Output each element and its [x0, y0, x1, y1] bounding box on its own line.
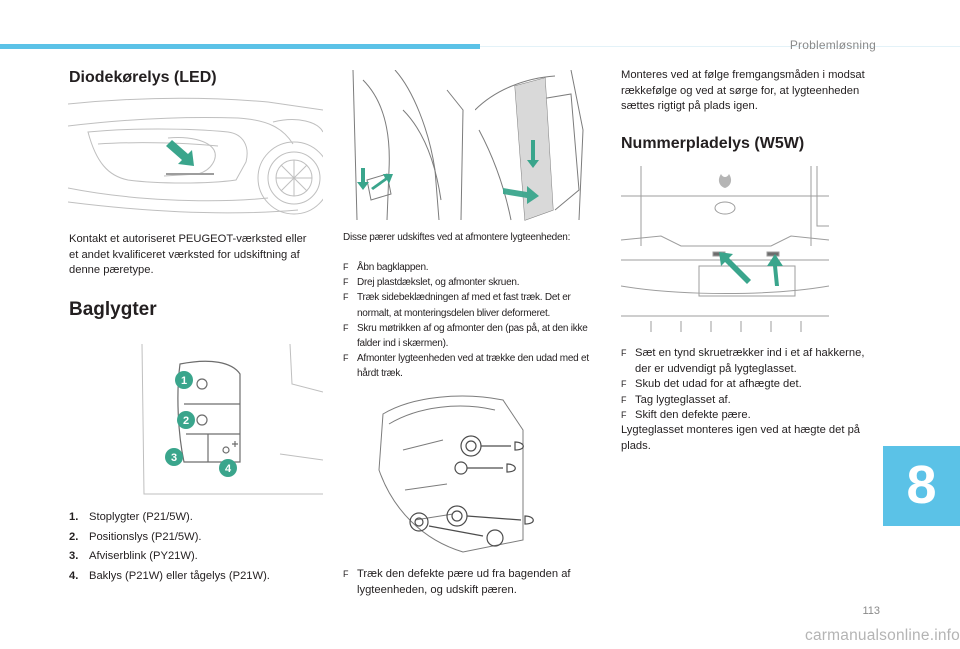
list-item: 4.Baklys (P21W) eller tågelys (P21W). [69, 569, 270, 582]
number-plate-title: Nummerpladelys (W5W) [621, 135, 805, 152]
number-plate-figure [621, 166, 829, 332]
section-label: Problemløsning [789, 38, 876, 52]
callout-1: 1 [181, 375, 187, 387]
bulb-list: 1.Stoplygter (P21/5W). 2.Positionslys (P… [69, 510, 314, 588]
page-number: 113 [862, 605, 880, 617]
middle-intro: Disse pærer udskiftes ved at afmontere l… [343, 232, 571, 243]
list-item: 2.Positionslys (P21/5W). [69, 530, 202, 543]
list-item: 3.Afviserblink (PY21W). [69, 550, 198, 562]
watermark: carmanualsonline.info [805, 627, 960, 644]
led-description: Kontakt et autoriseret PEUGEOT-værksted … [69, 233, 307, 276]
reassembly-text: Monteres ved at følge fremgangsmåden i m… [621, 69, 865, 112]
header-divider [480, 46, 960, 47]
callout-3: 3 [171, 452, 177, 464]
callout-4: 4 [225, 463, 232, 475]
list-item: 1.Stoplygter (P21/5W). [69, 511, 193, 523]
baglygter-title: Baglygter [69, 299, 157, 320]
trunk-side-figure [343, 70, 465, 222]
lamp-unit-figure [343, 390, 596, 553]
chapter-number: 8 [906, 455, 937, 515]
led-title: Diodekørelys (LED) [69, 69, 217, 86]
header-accent-bar [0, 44, 480, 49]
rear-lamp-figure: 1 2 3 4 [140, 344, 323, 497]
chapter-tab [883, 446, 960, 526]
trim-panel-figure [475, 70, 592, 222]
led-figure [68, 92, 323, 222]
callout-2: 2 [183, 415, 189, 427]
number-plate-closing: Lygteglasset monteres igen ved at hægte … [621, 424, 861, 452]
